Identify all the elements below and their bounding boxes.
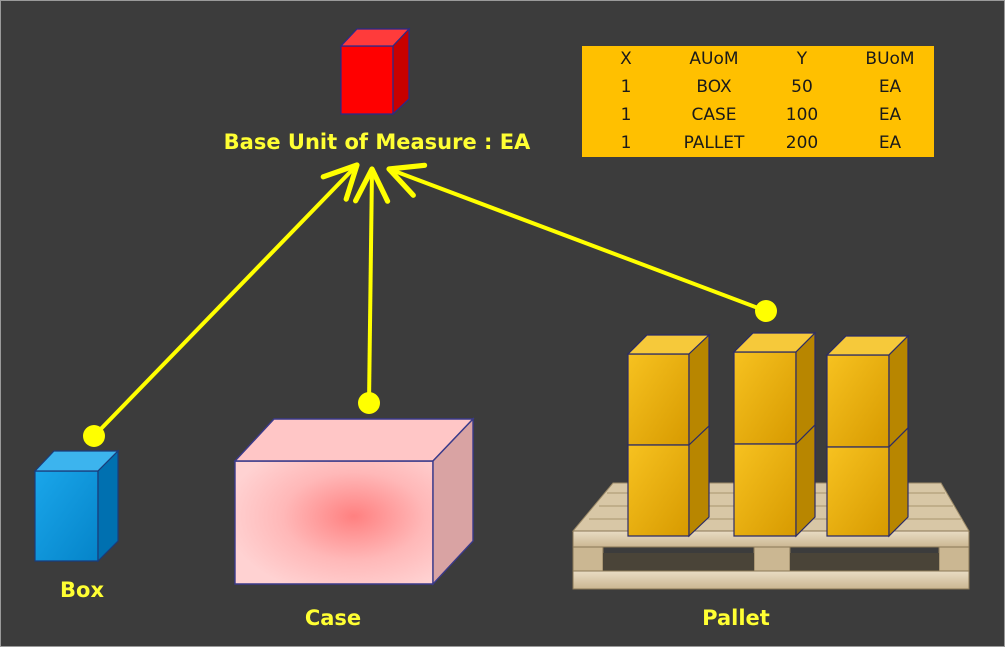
pallet-carton [826,426,909,538]
column-header-buom: BUoM [865,49,915,69]
table-cell: PALLET [683,132,745,153]
pallet-carton [626,333,711,447]
table-row: 1 BOX 50 EA [582,73,934,101]
box-cube [33,449,120,563]
column-header-x: X [620,49,632,69]
table-cell: BOX [696,76,732,97]
base-unit-cube [339,27,411,116]
uom-conversion-table: X AUoM Y BUoM 1 BOX 50 EA 1 CASE 100 EA … [582,46,934,157]
column-header-y: Y [796,49,808,69]
table-cell: EA [878,132,902,153]
pallet-carton [627,424,710,538]
table-row: 1 PALLET 200 EA [582,129,934,157]
table-cell: EA [878,104,902,125]
table-cell: 200 [785,132,819,153]
arrow-box-to-base [83,162,360,447]
pallet-cartons [626,331,910,538]
table-cell: 1 [620,132,632,153]
pallet-label: Pallet [702,606,770,630]
table-cell: 1 [620,104,632,125]
box-label: Box [60,578,104,602]
table-cell: EA [878,76,902,97]
base-unit-label: Base Unit of Measure : EA [223,130,531,154]
table-cell: CASE [691,104,737,125]
arrow-pallet-to-base [386,162,777,322]
table-header-row: X AUoM Y BUoM [582,46,934,73]
case-label: Case [304,606,362,630]
case-cube [233,417,475,586]
table-cell: 1 [620,76,632,97]
pallet-carton [732,331,817,446]
arrow-case-to-base [352,166,391,414]
table-cell: 50 [791,76,813,97]
column-header-auom: AUoM [689,49,739,69]
pallet-carton [825,334,910,449]
table-cell: 100 [785,104,819,125]
table-row: 1 CASE 100 EA [582,101,934,129]
pallet-carton [733,423,816,538]
